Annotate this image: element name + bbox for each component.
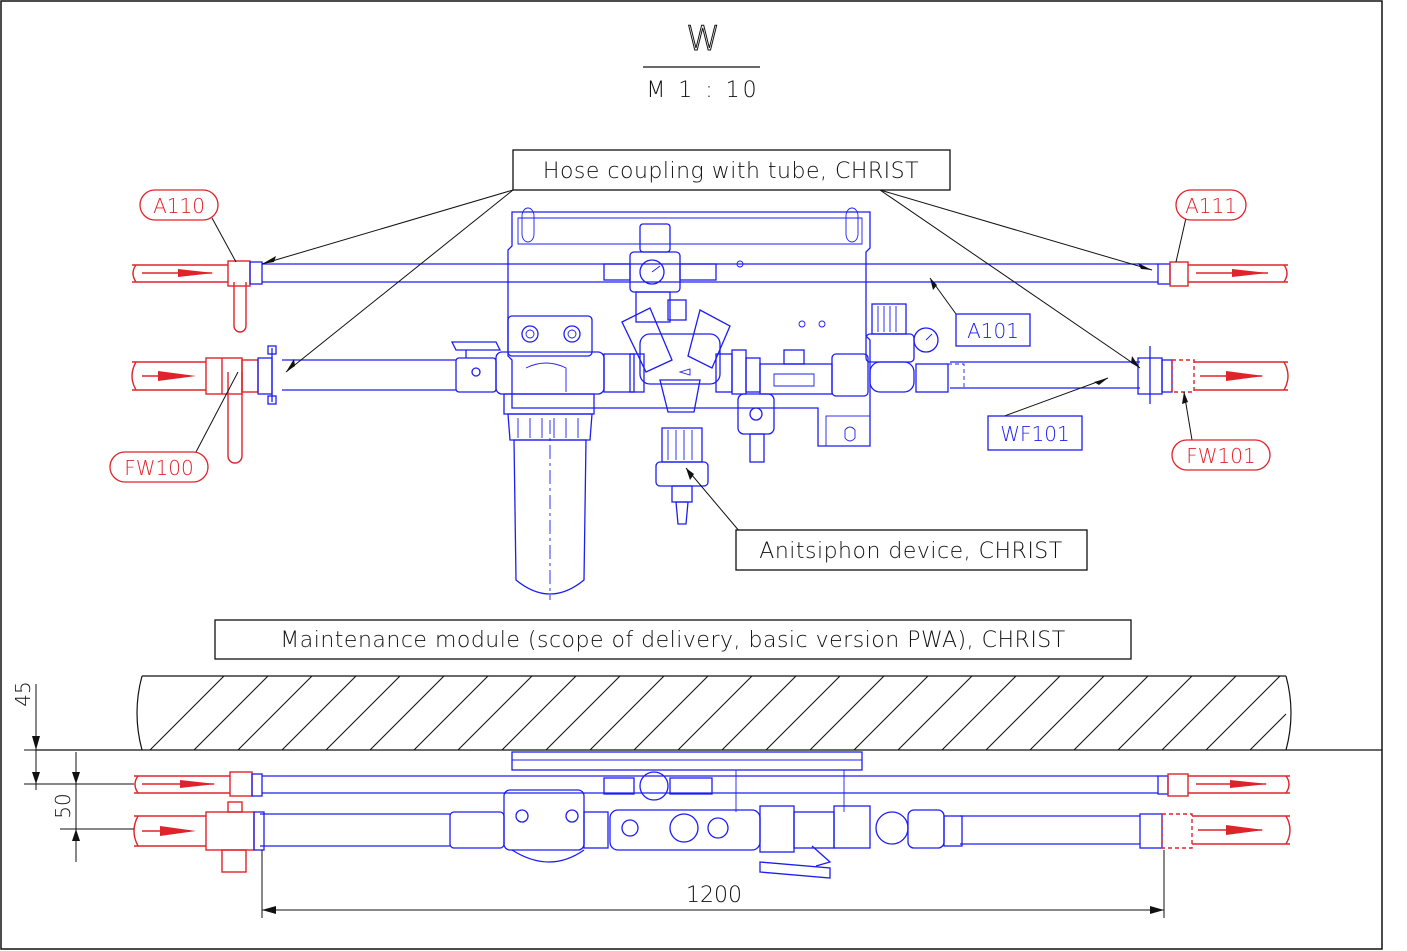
side-pipe-lower	[133, 801, 1291, 873]
hatch-line	[721, 675, 797, 751]
dimension-50: 50	[51, 793, 75, 818]
svg-text:Maintenance module (scope of d: Maintenance module (scope of delivery, b…	[280, 628, 1065, 653]
hatch-line	[765, 675, 841, 751]
flow-arrow-icon	[1232, 269, 1268, 277]
hatch-line	[545, 675, 621, 751]
svg-text:Anitsiphon device, CHRIST: Anitsiphon device, CHRIST	[759, 539, 1062, 564]
hatch-line	[677, 675, 753, 751]
pipe-a101	[262, 263, 1158, 283]
wall-section	[36, 675, 1382, 751]
hatch-line	[1117, 675, 1193, 751]
tag-fw101: FW101	[1171, 439, 1271, 471]
drain-valve	[731, 349, 775, 463]
pipe-wf101	[282, 359, 1140, 391]
hatch-line	[1073, 675, 1149, 751]
flow-arrow-icon	[160, 826, 196, 836]
hatch-line	[809, 675, 885, 751]
dimension-arrowheads	[32, 736, 1164, 914]
hatch-line	[985, 675, 1061, 751]
antisiphon-label: Anitsiphon device, CHRIST	[735, 529, 1088, 571]
svg-text:FW100: FW100	[124, 456, 193, 480]
hatch-line	[149, 675, 225, 751]
view-scale: M 1 : 10	[646, 78, 759, 103]
svg-text:A101: A101	[967, 319, 1019, 343]
hatch-line	[589, 675, 665, 751]
hatch-line	[853, 675, 929, 751]
system-separator	[621, 307, 733, 413]
hatch-line	[633, 675, 709, 751]
dimension-vertical	[24, 684, 142, 862]
flow-arrow-icon	[1226, 825, 1264, 835]
outlet-fw101	[1137, 346, 1289, 404]
pressure-gauge-icon	[639, 259, 665, 285]
svg-text:FW101: FW101	[1186, 444, 1255, 468]
leader-lines	[195, 189, 1193, 533]
mounting-bracket	[507, 207, 871, 447]
svg-text:WF101: WF101	[1000, 422, 1069, 446]
hatch-line	[325, 675, 401, 751]
tag-a101: A101	[955, 313, 1031, 347]
non-return-valve	[759, 349, 869, 397]
flow-arrow-icon	[178, 269, 214, 277]
hatch-line	[1205, 675, 1281, 751]
filter-housing-icon	[495, 315, 635, 600]
flow-arrow-icon	[158, 371, 196, 381]
hose-coupling-label: Hose coupling with tube, CHRIST	[512, 149, 951, 191]
flow-arrow-icon	[1226, 371, 1264, 381]
hatch-line	[897, 675, 973, 751]
side-module	[449, 751, 963, 879]
maintenance-module-label: Maintenance module (scope of delivery, b…	[214, 619, 1132, 660]
inlet-fw100	[131, 345, 277, 464]
view-title-block: W M 1 : 10	[643, 19, 760, 103]
pressure-gauge-icon	[865, 303, 965, 393]
view-title: W	[686, 19, 720, 59]
outlet-a111	[1157, 261, 1288, 287]
hatch-line	[1249, 713, 1287, 751]
tag-fw100: FW100	[109, 451, 209, 483]
hatch-line	[457, 675, 533, 751]
flow-arrow-icon	[1230, 780, 1268, 788]
leader-arrowheads	[262, 256, 1188, 480]
hatch-line	[193, 675, 269, 751]
antisiphon-device	[655, 427, 709, 525]
hatch-line	[941, 675, 1017, 751]
svg-text:A111: A111	[1185, 194, 1237, 218]
tag-wf101: WF101	[987, 415, 1083, 451]
hatch-line	[1029, 675, 1105, 751]
dimension-45: 45	[11, 681, 35, 706]
hatch-line	[501, 675, 577, 751]
hatch-line	[1161, 675, 1237, 751]
svg-text:Hose coupling with tube, CHRIS: Hose coupling with tube, CHRIST	[543, 159, 919, 184]
dimension-horizontal	[261, 850, 1165, 918]
hatch-line	[237, 675, 313, 751]
hatch-line	[369, 675, 445, 751]
inlet-a110	[132, 260, 263, 333]
tag-a110: A110	[139, 189, 219, 221]
pressure-regulator	[603, 223, 717, 323]
hatch-line	[281, 675, 357, 751]
ball-valve-icon	[450, 341, 502, 393]
svg-text:A110: A110	[153, 194, 205, 218]
side-pipe-upper	[134, 771, 1290, 797]
dimension-1200: 1200	[686, 883, 742, 908]
hatch-line	[413, 675, 489, 751]
tag-a111: A111	[1175, 189, 1247, 221]
